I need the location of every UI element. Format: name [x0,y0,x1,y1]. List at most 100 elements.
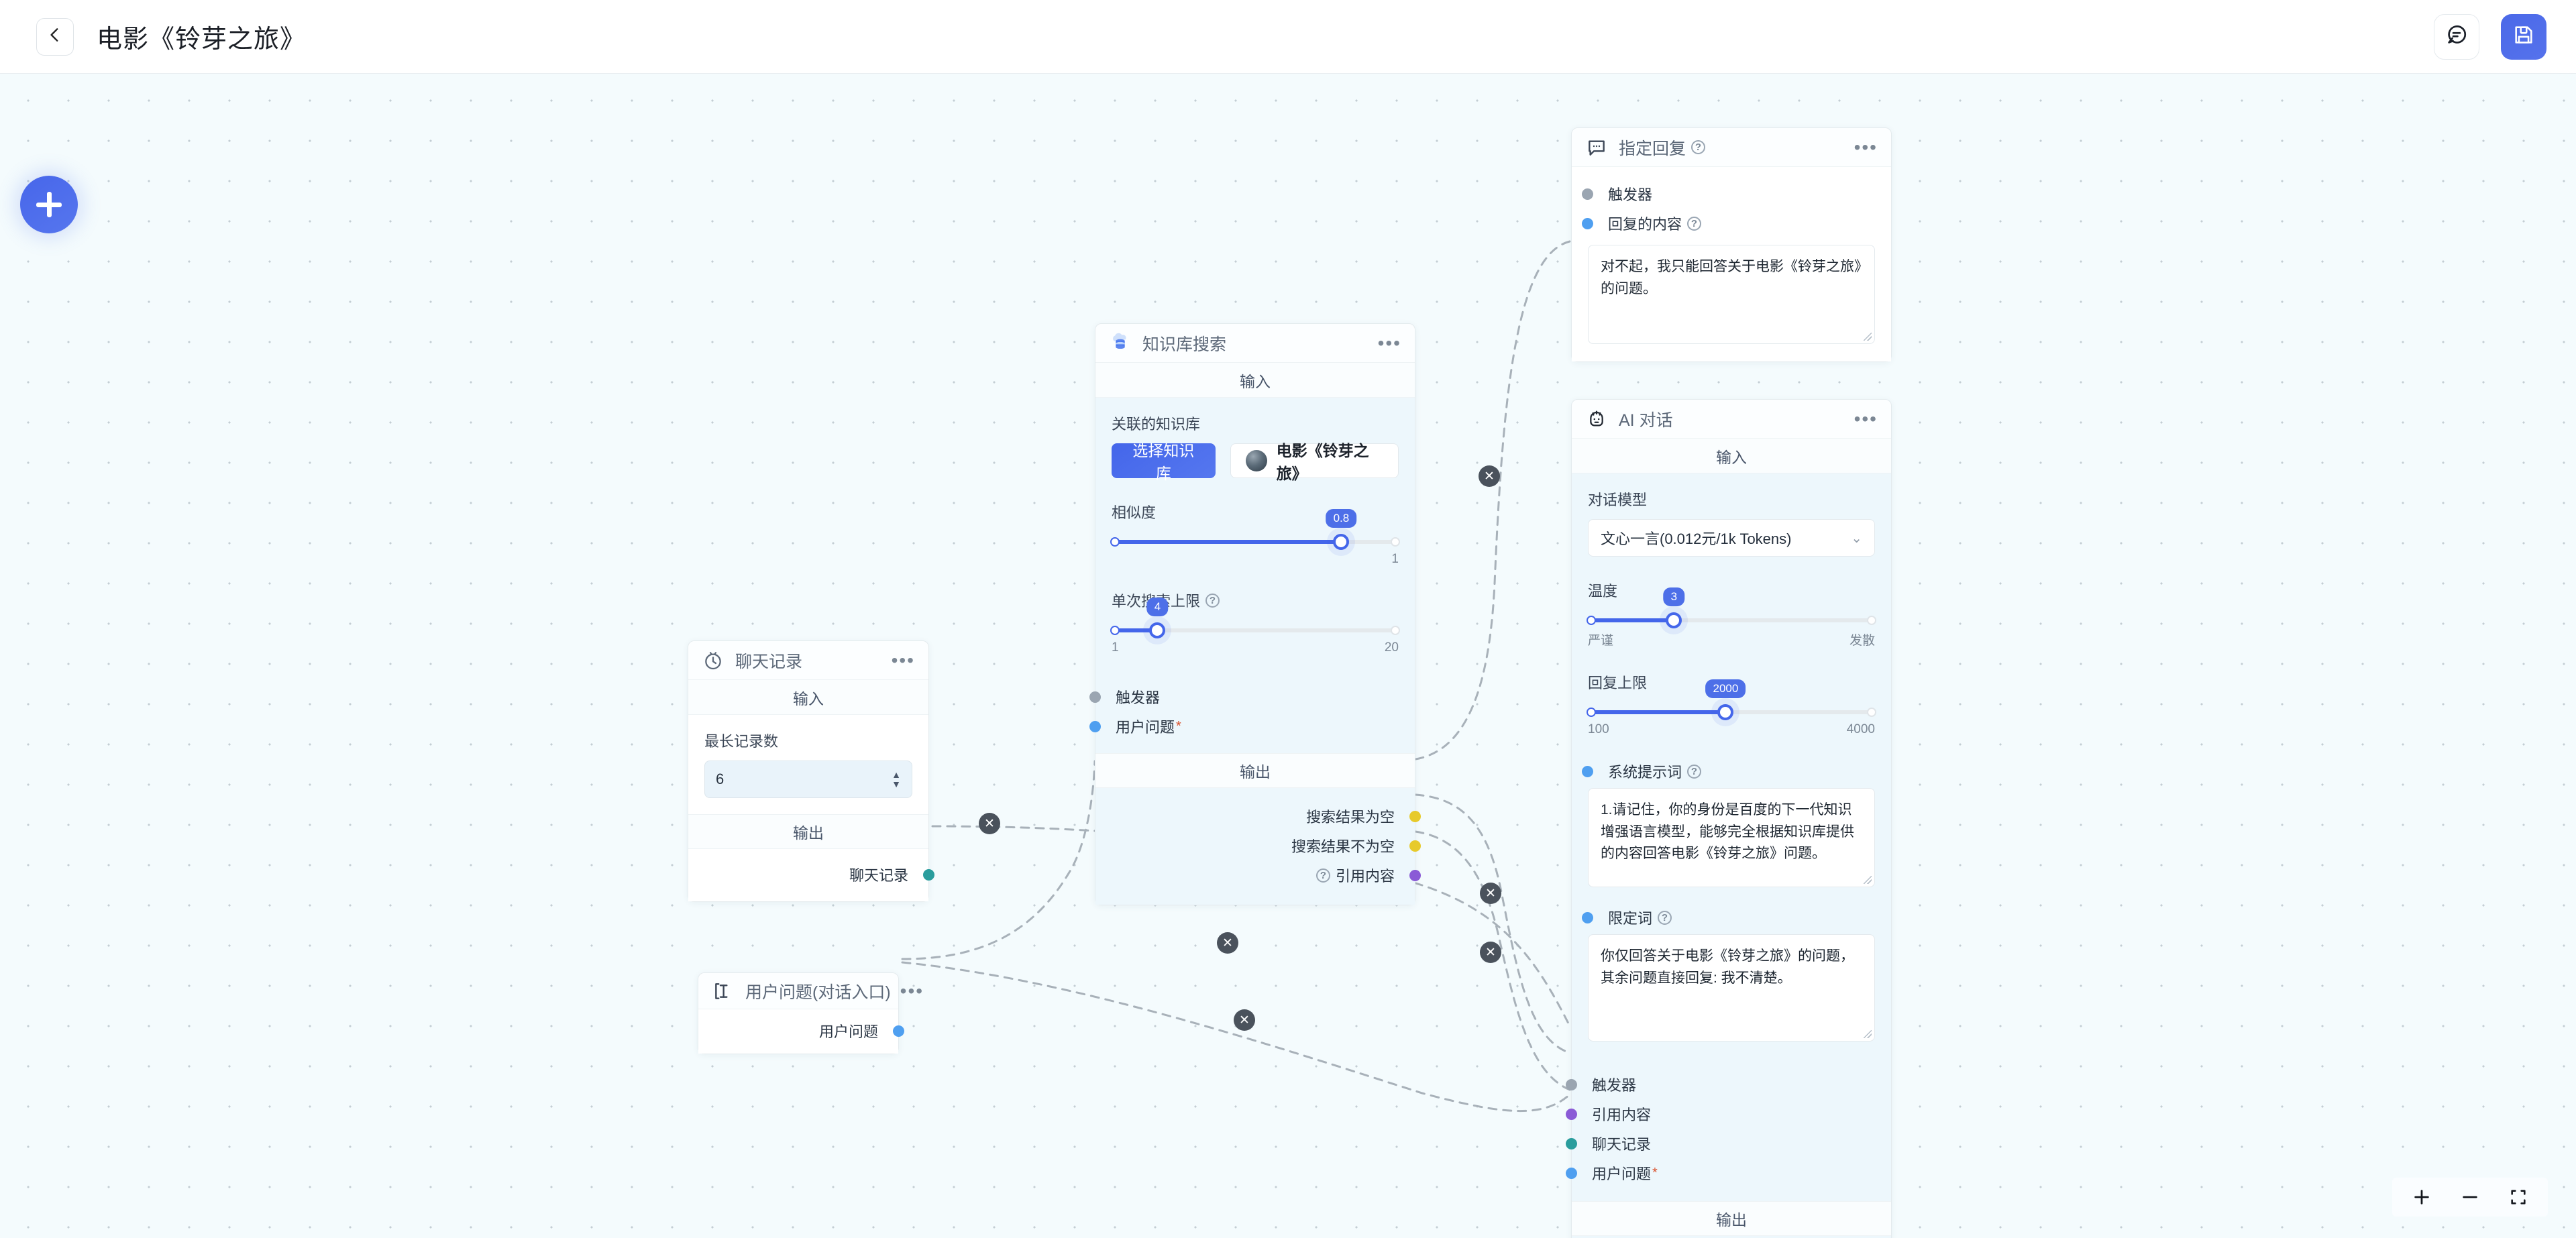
max-records-stepper[interactable]: 6 ▲ ▼ [704,761,912,798]
search-limit-slider-knob[interactable] [1149,622,1166,638]
chevron-left-icon [46,26,64,47]
port-dot[interactable] [1582,188,1593,200]
port-dot[interactable] [1582,217,1593,229]
similarity-scale: 1 [1112,552,1399,567]
help-icon[interactable]: ? [1691,140,1706,154]
select-knowledge-base-button[interactable]: 选择知识库 [1112,442,1216,482]
port-search-not-empty-out[interactable]: 搜索结果不为空 [1095,831,1421,860]
fit-screen-icon[interactable] [2509,1188,2528,1206]
stepper-arrows[interactable]: ▲ ▼ [892,769,901,789]
port-user-question-out[interactable]: 用户问题 [698,1016,904,1046]
max-reply-min-label: 100 [1588,722,1609,736]
port-trigger-in[interactable]: 触发器 [1089,682,1415,712]
slider-start-cap [1110,626,1120,635]
workflow-canvas[interactable]: ✕ ✕ ✕ ✕ ✕ ✕ 聊天记录 ••• 输入 最长记录数 6 ▲ [0,74,2576,1238]
node-body: 触发器 回复的内容 ? 对不起，我只能回答关于电影《铃芽之旅》的问题。 [1572,167,1891,361]
port-label: 触发器 [1116,689,1161,706]
port-chat-history-out[interactable]: 聊天记录 [688,860,934,889]
slider-start-cap [1587,616,1596,625]
help-icon[interactable]: ? [1205,593,1220,608]
top-bar-actions [2434,13,2546,60]
node-chat-history[interactable]: 聊天记录 ••• 输入 最长记录数 6 ▲ ▼ 输出 聊天记录 [688,640,934,902]
temperature-slider-group: 温度 3 严谨 发散 [1587,579,1876,649]
port-user-question-in[interactable]: 用户问题* [1089,712,1415,741]
text-cursor-icon [712,980,735,1003]
edge-delete-button[interactable]: ✕ [979,813,1000,834]
node-fixed-reply[interactable]: 指定回复 ? ••• 触发器 回复的内容 ? 对不起，我只能回答关于电影《铃芽之… [1571,127,1892,362]
edge-delete-button[interactable]: ✕ [1217,932,1238,954]
constraint-textarea[interactable]: 你仅回答关于电影《铃芽之旅》的问题，其余问题直接回复: 我不清楚。 [1588,934,1875,1042]
reply-content-textarea[interactable]: 对不起，我只能回答关于电影《铃芽之旅》的问题。 [1588,245,1875,344]
temperature-slider-knob[interactable] [1666,612,1682,628]
edge-delete-button[interactable]: ✕ [1479,465,1500,487]
max-reply-slider[interactable]: 2000 [1587,679,1876,720]
output-ports: 用户问题 [698,1009,904,1054]
edge-delete-button[interactable]: ✕ [1234,1009,1255,1031]
back-button[interactable] [36,17,74,56]
port-dot[interactable] [923,868,934,881]
zoom-out-button[interactable] [2461,1188,2479,1206]
port-dot[interactable] [893,1025,904,1037]
port-dot[interactable] [1409,840,1421,852]
port-trigger-in[interactable]: 触发器 [1572,180,1875,207]
node-header: 用户问题(对话入口) ••• [698,973,922,1009]
node-menu-button[interactable]: ••• [900,980,924,1001]
node-menu-button[interactable]: ••• [1854,136,1878,158]
page-title: 电影《铃芽之旅》 [97,25,307,54]
port-user-question-in[interactable]: 用户问题* [1566,1158,1891,1188]
similarity-slider-knob[interactable] [1333,534,1350,550]
stepper-up-icon[interactable]: ▲ [892,769,901,780]
port-dot[interactable] [1089,691,1101,703]
max-reply-slider-knob[interactable] [1717,704,1734,720]
port-trigger-in[interactable]: 触发器 [1566,1070,1891,1099]
port-dot[interactable] [1582,911,1593,923]
search-limit-slider[interactable]: 4 [1110,598,1400,638]
node-header: 聊天记录 ••• [688,641,928,680]
required-marker: * [1652,1165,1658,1180]
floppy-save-icon [2512,23,2535,50]
node-ai-chat[interactable]: AI 对话 ••• 输入 对话模型 文心一言(0.012元/1k Tokens)… [1566,399,1892,1238]
port-dot[interactable] [1409,869,1421,881]
port-citation-out[interactable]: ? 引用内容 [1095,860,1421,890]
zoom-in-button[interactable] [2412,1188,2431,1206]
help-icon[interactable]: ? [1687,216,1702,231]
port-citation-in[interactable]: 引用内容 [1566,1099,1891,1129]
node-knowledge-base-search[interactable]: 知识库搜索 ••• 输入 关联的知识库 选择知识库 电影《铃芽之旅》 相似度 [1089,323,1421,905]
help-icon[interactable]: ? [1658,910,1672,925]
chevron-down-icon[interactable]: ⌄ [1851,530,1862,546]
port-dot[interactable] [1409,810,1421,822]
node-menu-button[interactable]: ••• [891,649,915,671]
similarity-label: 相似度 [1112,504,1157,521]
model-select[interactable]: 文心一言(0.012元/1k Tokens) ⌄ [1588,519,1875,557]
edge-delete-button[interactable]: ✕ [1480,942,1501,963]
chat-preview-button[interactable] [2434,13,2479,60]
port-label: 用户问题 [1116,719,1175,736]
system-prompt-textarea[interactable]: 1.请记住，你的身份是百度的下一代知识增强语言模型，能够完全根据知识库提供的内容… [1588,788,1875,887]
temperature-slider[interactable]: 3 [1587,587,1876,628]
port-dot[interactable] [1566,1078,1577,1090]
port-dot[interactable] [1582,765,1593,777]
temperature-label: 温度 [1588,583,1618,600]
help-icon[interactable]: ? [1687,764,1702,779]
knowledge-base-chip[interactable]: 电影《铃芽之旅》 [1230,442,1399,482]
port-dot[interactable] [1566,1167,1577,1179]
similarity-slider[interactable]: 0.8 [1110,509,1400,550]
port-dot[interactable] [1566,1137,1577,1149]
node-menu-button[interactable]: ••• [1854,408,1878,429]
node-title: 聊天记录 [735,652,803,671]
edge-delete-button[interactable]: ✕ [1480,883,1501,904]
save-button[interactable] [2501,13,2546,60]
node-user-question-entry[interactable]: 用户问题(对话入口) ••• 用户问题 [698,972,922,1054]
add-node-button[interactable] [20,176,78,233]
port-search-empty-out[interactable]: 搜索结果为空 [1095,801,1421,831]
node-menu-button[interactable]: ••• [1377,332,1401,353]
max-reply-scale: 100 4000 [1588,722,1875,737]
port-dot[interactable] [1566,1108,1577,1120]
port-dot[interactable] [1089,720,1101,732]
stepper-down-icon[interactable]: ▼ [892,778,901,789]
node-body: 最长记录数 6 ▲ ▼ [688,715,928,814]
port-chat-history-in[interactable]: 聊天记录 [1566,1129,1891,1158]
model-label: 对话模型 [1588,492,1648,508]
help-icon[interactable]: ? [1316,868,1330,883]
port-label: 引用内容 [1592,1107,1652,1123]
